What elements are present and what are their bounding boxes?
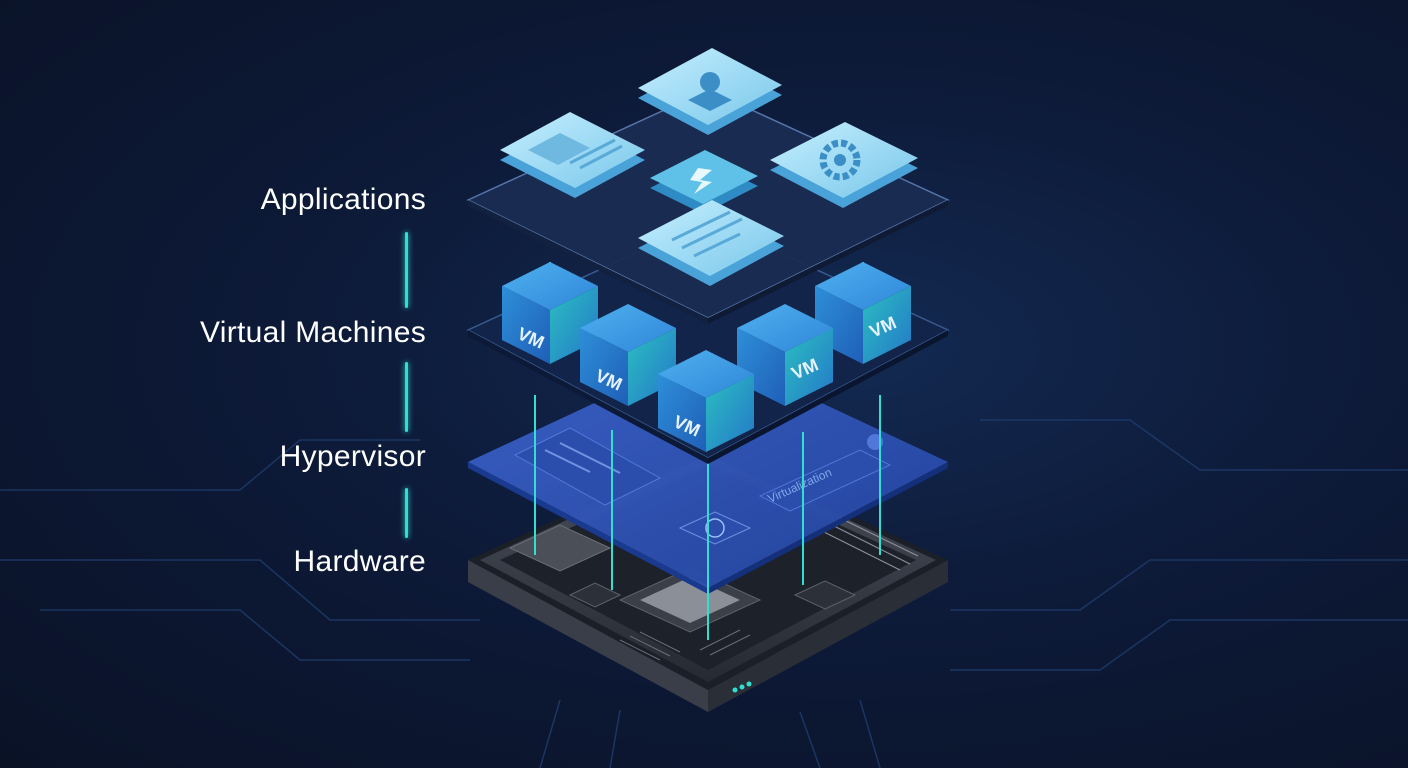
- label-virtual-machines: Virtual Machines: [199, 316, 426, 349]
- label-applications: Applications: [260, 183, 426, 216]
- gear-icon: [770, 122, 918, 208]
- connector-line: [405, 232, 408, 308]
- circuit-traces: [0, 419, 1408, 768]
- layer-label-column: Applications Virtual Machines Hypervisor…: [0, 0, 440, 768]
- label-hypervisor: Hypervisor: [279, 440, 426, 473]
- document-icon: [638, 200, 784, 286]
- browser-window-icon: [500, 112, 645, 198]
- vm-cube: VM: [658, 350, 754, 452]
- lightning-icon: [650, 150, 758, 214]
- connector-line: [405, 362, 408, 432]
- label-hardware: Hardware: [293, 545, 426, 578]
- vm-cube: VM: [737, 304, 833, 406]
- connector-line: [405, 488, 408, 538]
- app-tiles: [500, 48, 918, 286]
- user-profile-icon: [638, 48, 782, 135]
